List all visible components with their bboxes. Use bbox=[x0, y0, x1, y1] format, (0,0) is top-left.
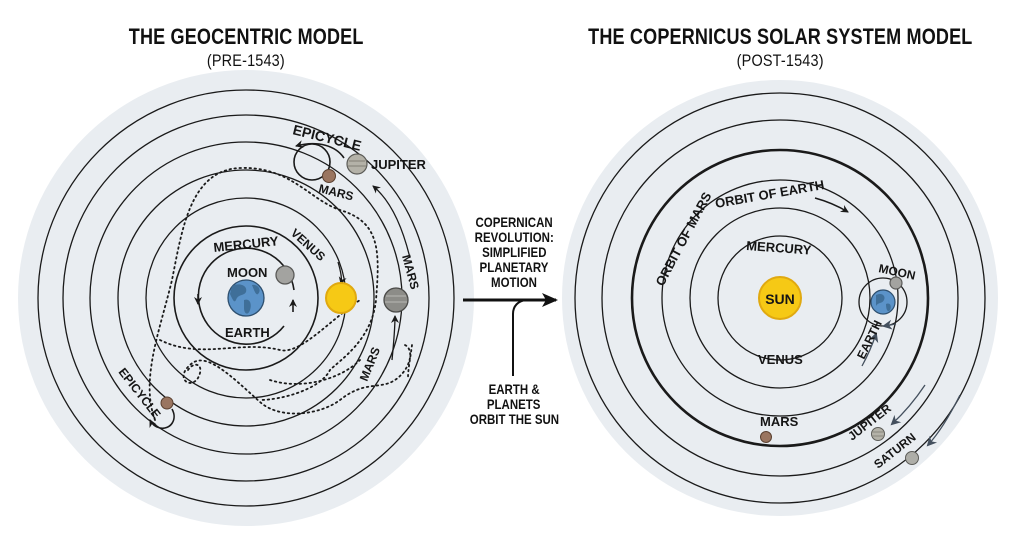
label-moon: MOON bbox=[227, 265, 267, 280]
orbit-ring bbox=[37, 89, 455, 507]
sun bbox=[758, 276, 802, 320]
label-mercury-right: MERCURY bbox=[746, 238, 812, 258]
arrow-label-line: PLANETARY bbox=[479, 259, 549, 275]
orbit-jupiter bbox=[601, 119, 959, 477]
orbit-ring bbox=[117, 169, 375, 427]
sun-planet-geocentric bbox=[325, 282, 357, 314]
moon-orbit bbox=[197, 247, 295, 345]
jupiter-orbit-arrow-icon bbox=[890, 384, 926, 426]
epicycle-bottom-arrow-icon bbox=[149, 408, 175, 430]
orbit-saturn bbox=[574, 92, 986, 504]
orbit-mars bbox=[630, 148, 930, 448]
copernicus-title: THE COPERNICUS SOLAR SYSTEM MODEL bbox=[587, 24, 973, 49]
moon-planet-right bbox=[889, 276, 903, 290]
arrow-label-line: REVOLUTION: bbox=[474, 229, 554, 245]
orbit-venus bbox=[689, 207, 871, 389]
earth-planet bbox=[227, 279, 265, 317]
bottom-label-line: ORBIT THE SUN bbox=[469, 411, 559, 427]
copernican-diagram: SUN ORBIT OF EARTH ORBIT OF MARS MERCURY bbox=[562, 80, 998, 516]
bottom-label-line: PLANETS bbox=[487, 396, 541, 412]
orbit-ring-mercury bbox=[173, 225, 319, 371]
copernican-revolution-label: COPERNICAN REVOLUTION: SIMPLIFIED PLANET… bbox=[454, 215, 574, 290]
orbit-earth bbox=[661, 179, 899, 417]
geocentric-subtitle: (PRE-1543) bbox=[206, 51, 285, 70]
moon-planet bbox=[275, 265, 295, 285]
copernican-orbits bbox=[574, 92, 986, 504]
mars-planet-copernican bbox=[760, 431, 772, 443]
copernicus-subtitle: (POST-1543) bbox=[736, 51, 824, 70]
jupiter-planet bbox=[346, 153, 368, 175]
jupiter-arrow-icon bbox=[372, 185, 411, 259]
epicycle-arrow-icon bbox=[295, 140, 345, 159]
saturn-planet bbox=[905, 451, 919, 465]
earth-orbit-arrow-icon bbox=[861, 332, 879, 367]
transition-arrow bbox=[463, 293, 558, 376]
dotted-path bbox=[269, 359, 361, 385]
dotted-path bbox=[407, 344, 413, 379]
mars-planet-bottom bbox=[160, 396, 174, 410]
label-mars-right-panel: MARS bbox=[760, 414, 799, 429]
geocentric-orbits bbox=[37, 89, 455, 507]
orbit-ring bbox=[62, 114, 430, 482]
jupiter-planet-copernican bbox=[871, 427, 885, 441]
earth-planets-orbit-label: EARTH & PLANETS ORBIT THE SUN bbox=[454, 382, 574, 427]
bottom-label-line: EARTH & bbox=[488, 381, 540, 397]
orbit-of-earth-arrow-icon bbox=[814, 197, 849, 213]
mars-planet-right bbox=[383, 287, 409, 313]
mars-arrow-icon bbox=[390, 315, 399, 361]
orbit-mercury bbox=[717, 235, 843, 361]
copernicus-title-block: THE COPERNICUS SOLAR SYSTEM MODEL (POST-… bbox=[536, 24, 1024, 72]
dotted-path bbox=[182, 344, 412, 415]
label-mercury: MERCURY bbox=[213, 233, 280, 255]
saturn-orbit-arrow-icon bbox=[926, 394, 961, 447]
arrow-label-line: SIMPLIFIED bbox=[481, 244, 547, 260]
arrow-label-line: COPERNICAN bbox=[475, 214, 553, 230]
geocentric-diagram: EPICYCLE JUPITER MARS MERCURY VENUS MOON… bbox=[18, 70, 474, 526]
connector-line bbox=[512, 299, 527, 376]
label-jupiter: JUPITER bbox=[371, 157, 427, 172]
label-earth: EARTH bbox=[225, 325, 270, 340]
label-sun: SUN bbox=[765, 291, 795, 307]
arrow-label-line: MOTION bbox=[491, 274, 537, 290]
geocentric-title-block: THE GEOCENTRIC MODEL (PRE-1543) bbox=[0, 24, 492, 72]
mars-planet-top bbox=[322, 169, 336, 183]
dotted-path bbox=[148, 167, 379, 421]
geocentric-title: THE GEOCENTRIC MODEL bbox=[128, 24, 364, 49]
moon-orbit-arrow-icon bbox=[882, 319, 897, 330]
label-venus-right: VENUS bbox=[758, 352, 803, 367]
dotted-path bbox=[159, 299, 361, 352]
earth-planet-right bbox=[870, 289, 896, 315]
retrograde-paths bbox=[148, 167, 413, 421]
